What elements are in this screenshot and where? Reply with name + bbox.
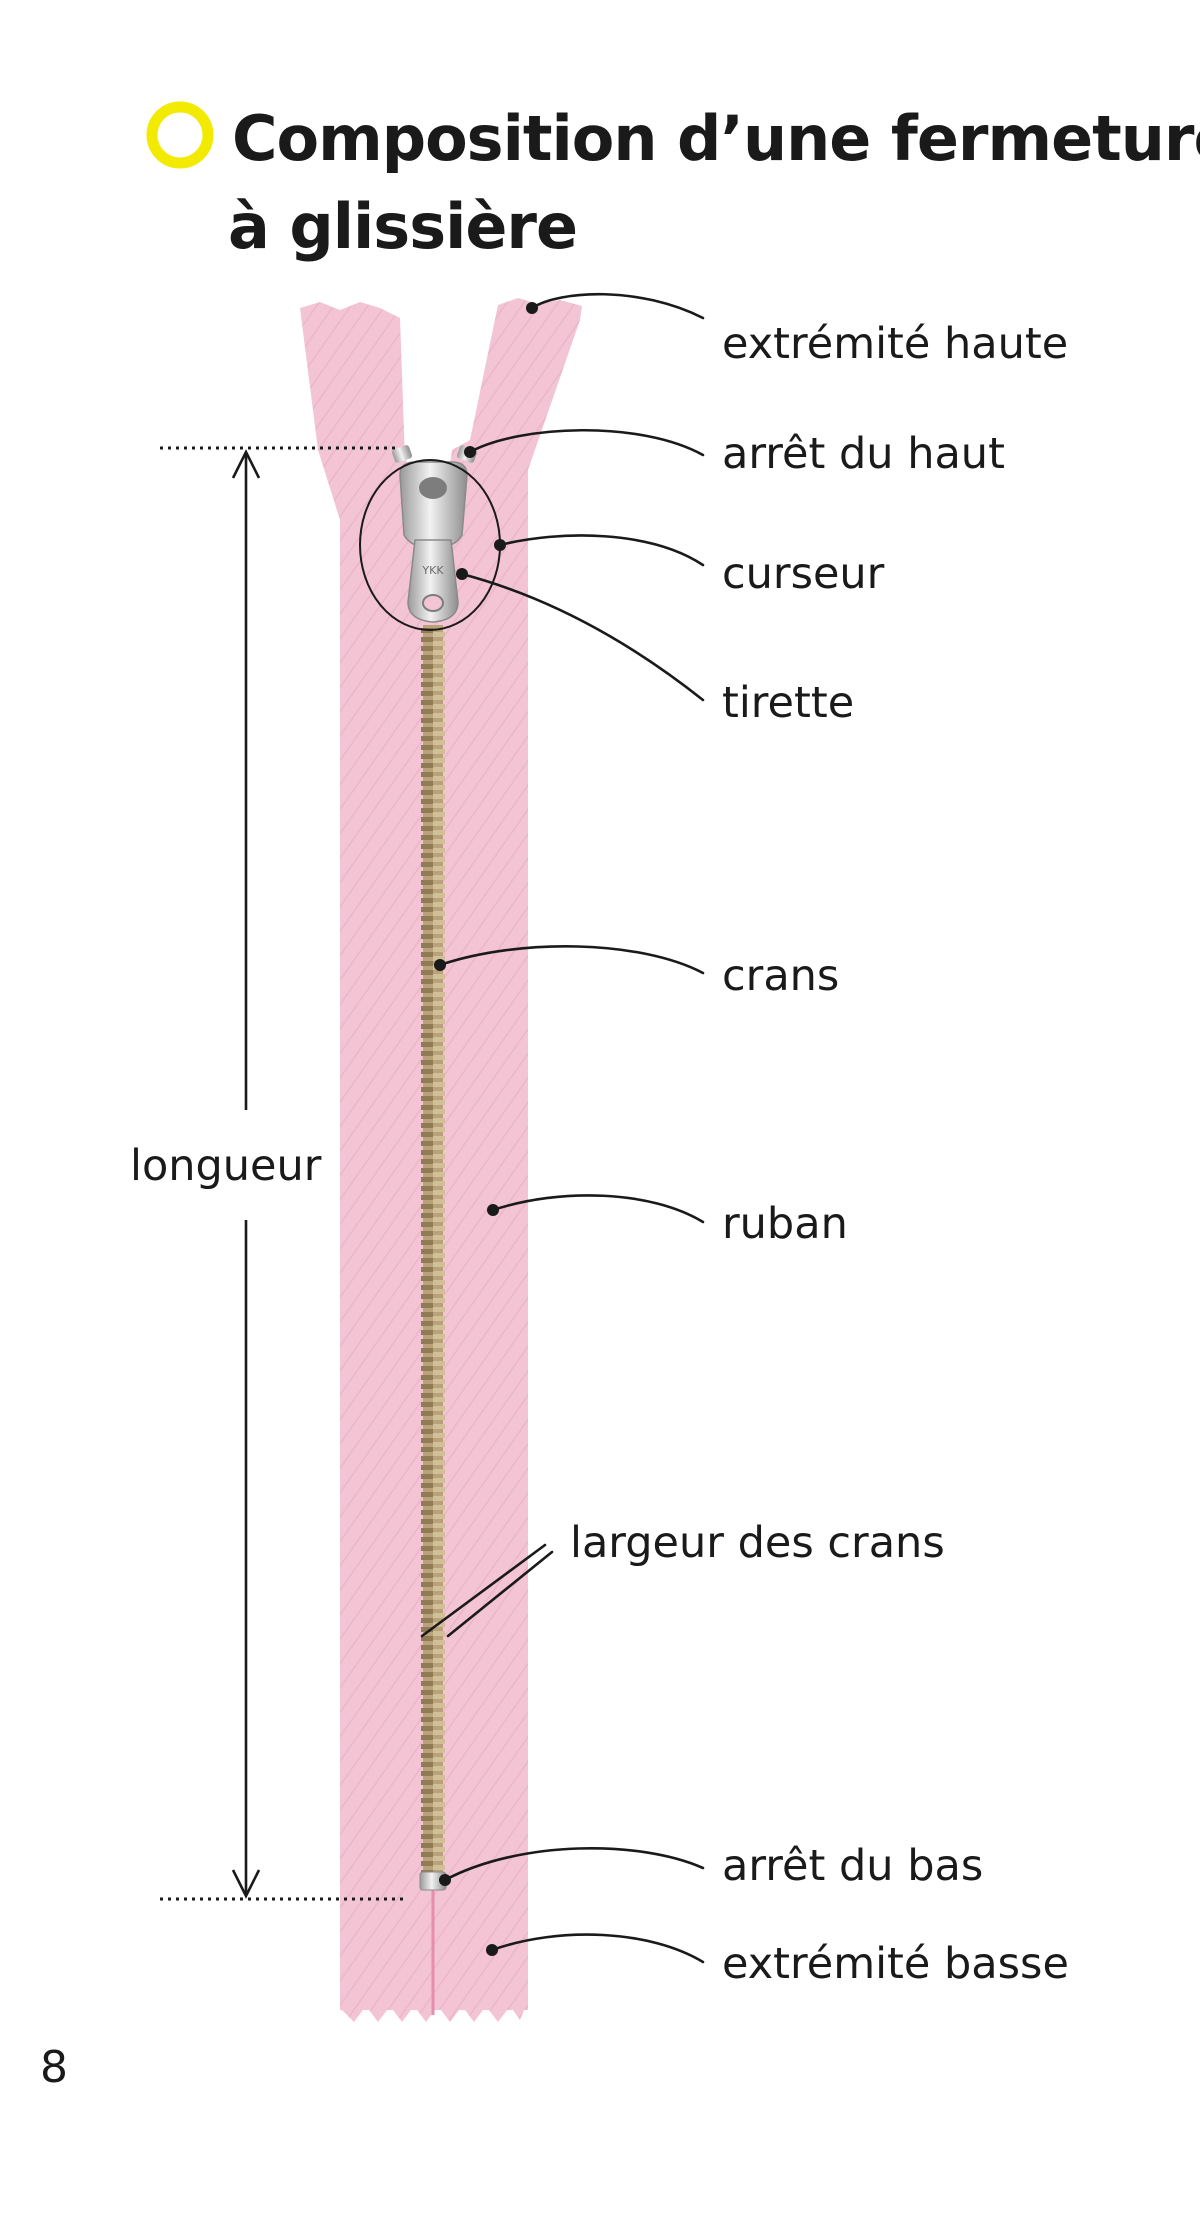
length-measure: [160, 446, 408, 1901]
label-extremite-basse: extrémité basse: [722, 1939, 1069, 1989]
label-tirette: tirette: [722, 678, 854, 728]
label-arret-bas: arrêt du bas: [722, 1841, 983, 1891]
yellow-circle-bullet-icon: [146, 101, 214, 169]
title-line-2: à glissière: [228, 190, 577, 263]
label-crans: crans: [722, 951, 839, 1001]
leader-lines: [420, 292, 705, 1964]
title-line-1: Composition d’une fermeture: [232, 102, 1200, 175]
slider-engraving: YKK: [421, 564, 444, 577]
label-ruban: ruban: [722, 1199, 848, 1249]
label-longueur: longueur: [130, 1141, 322, 1191]
label-extremite-haute: extrémité haute: [722, 319, 1068, 369]
label-curseur: curseur: [722, 549, 885, 599]
page-number: 8: [40, 2042, 68, 2093]
label-largeur-crans: largeur des crans: [570, 1518, 945, 1568]
label-arret-haut: arrêt du haut: [722, 429, 1005, 479]
slider: YKK: [399, 461, 468, 623]
